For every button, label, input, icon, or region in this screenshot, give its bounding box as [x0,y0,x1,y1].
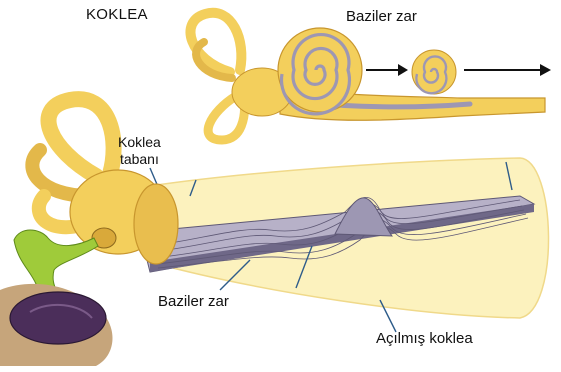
canal-large-top [49,99,114,176]
arrow-right-2 [464,64,551,76]
label-basilar-membrane-top: Baziler zar [346,8,417,25]
arrow-right-1 [366,64,408,76]
label-cochlea-base-line1: Koklea [118,134,161,151]
lower-inner-ear [0,99,549,366]
label-cochlea-base-line2: tabanı [118,151,161,168]
label-unrolled-cochlea: Açılmış koklea [376,330,473,347]
diagram-title: KOKLEA [86,6,148,23]
cochlea-base-opening [134,184,178,264]
label-basilar-membrane-bottom: Baziler zar [158,293,229,310]
label-cochlea-base: Koklea tabanı [118,134,161,168]
upper-inner-ear [190,13,551,140]
